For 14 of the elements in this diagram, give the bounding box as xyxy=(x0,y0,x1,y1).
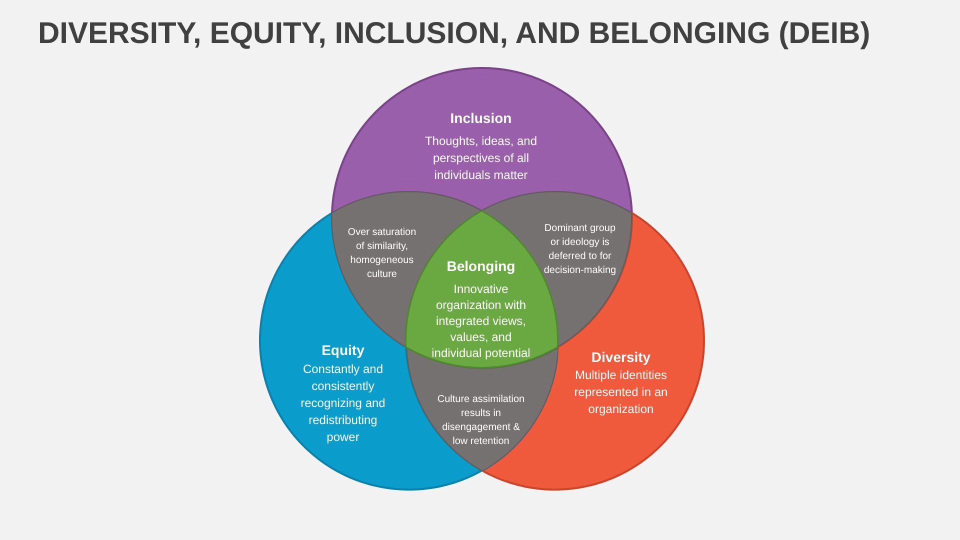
region-description: Over saturation of similarity, homogeneous culture xyxy=(346,226,418,282)
region-description: Multiple identities represented in an organization xyxy=(573,366,669,418)
region-heading: Inclusion xyxy=(450,108,512,127)
circle-segment xyxy=(331,67,633,214)
region-description: Dominant group or ideology is deferred to for decision-making xyxy=(542,222,618,278)
region-description: Culture assimilation results in disengagement & low retention xyxy=(436,392,526,449)
region-description: Constantly and consistently recognizing and redistributing power xyxy=(300,360,386,446)
page-title: DIVERSITY, EQUITY, INCLUSION, AND BELONGING (DEIB) xyxy=(38,16,870,52)
region-heading: Belonging xyxy=(446,256,516,275)
overlap-region xyxy=(406,346,558,472)
region-heading: Diversity xyxy=(591,348,651,366)
region-description: Innovative organization with integrated views, values, and individual potential xyxy=(430,280,532,361)
region-description: Thoughts, ideas, and perspectives of all individuals matter xyxy=(424,132,538,184)
region-heading: Equity xyxy=(322,340,364,359)
